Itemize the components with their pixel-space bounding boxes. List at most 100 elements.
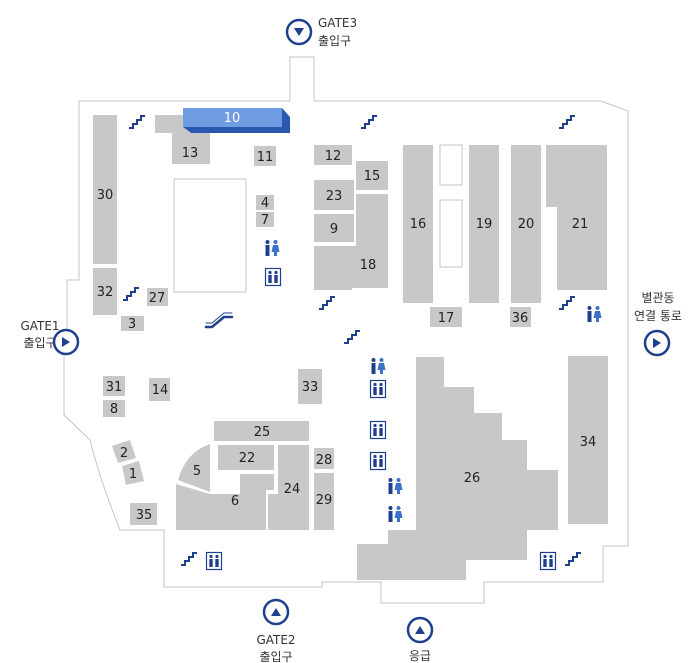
elevator-icon [369,420,387,440]
room-36[interactable]: 36 [510,307,531,327]
gate2-label: GATE2 [256,633,295,647]
gate-arrow-icon [285,18,313,46]
room-27[interactable]: 27 [147,288,168,306]
room-label-26: 26 [464,471,481,486]
room-label-34: 34 [580,435,597,450]
room-8[interactable]: 8 [103,400,125,417]
room-30[interactable]: 30 [93,115,117,264]
room-label-31: 31 [106,380,123,395]
gate1-sublabel: 출입구 [23,336,56,350]
room-21[interactable]: 21 [546,145,607,290]
room-label-19: 19 [476,217,493,232]
room-3[interactable]: 3 [121,316,144,332]
gate3-marker[interactable]: GATE3 출입구 [285,16,357,48]
room-12[interactable]: 12 [314,145,352,165]
room-9[interactable]: 9 [314,214,354,242]
room-1[interactable]: 1 [122,461,144,485]
room-label-8: 8 [110,402,118,417]
gate-arrow-icon [262,598,290,626]
room-label-35: 35 [136,508,153,523]
room-label-12: 12 [325,149,342,164]
room-label-22: 22 [239,451,256,466]
room-label-9: 9 [330,222,338,237]
room-label-36: 36 [512,311,529,326]
room-label-30: 30 [97,188,114,203]
room-17[interactable]: 17 [430,307,462,327]
room-20[interactable]: 20 [511,145,541,303]
elevator-icon [369,379,387,399]
courtyard [173,178,247,293]
room-24[interactable]: 24 [268,445,309,530]
annex-passage-marker[interactable]: 별관동 연결 통로 [634,291,682,357]
room-2[interactable]: 2 [112,440,136,463]
elevator-icon [205,551,223,571]
room-22[interactable]: 22 [218,445,274,470]
room-28[interactable]: 28 [314,448,334,469]
room-29[interactable]: 29 [314,473,334,530]
room-11[interactable]: 11 [254,146,276,166]
elevator-icon [539,551,557,571]
room-5[interactable]: 5 [178,444,210,492]
room-label-6: 6 [231,494,239,509]
room-26[interactable]: 26 [357,357,558,580]
elevator-icon [369,451,387,471]
gate-arrow-icon [52,328,80,356]
room-31[interactable]: 31 [103,376,125,396]
room-15[interactable]: 15 [356,161,388,190]
room-35[interactable]: 35 [130,503,157,525]
gate1-marker[interactable]: GATE1 출입구 [20,319,80,356]
emergency-marker[interactable]: 응급 [406,616,434,663]
room-label-32: 32 [97,285,114,300]
room-label-18: 18 [360,258,377,273]
room-16[interactable]: 16 [403,145,433,303]
room-4[interactable]: 4 [256,195,274,211]
room-label-11: 11 [257,150,274,165]
gate2-marker[interactable]: GATE2 출입구 [256,598,296,663]
annex-label: 별관동 [641,291,674,305]
room-33[interactable]: 33 [298,369,322,404]
room-label-2: 2 [120,446,128,461]
room-label-15: 15 [364,169,381,184]
elevator-icon [264,267,282,287]
room-label-17: 17 [438,311,455,326]
room-label-25: 25 [254,425,271,440]
gate3-label: GATE3 [318,16,357,30]
room-label-21: 21 [572,217,589,232]
annex-sublabel: 연결 통로 [634,309,682,323]
room-label-16: 16 [410,217,427,232]
room-label-7: 7 [261,213,269,228]
room-label-1: 1 [129,467,137,482]
column-a [439,144,463,186]
escalator-icon [204,312,234,329]
room-label-4: 4 [261,196,269,211]
room-label-14: 14 [152,383,169,398]
room-10[interactable]: 10 [183,108,290,133]
gate-arrow-icon [406,616,434,644]
room-6[interactable]: 6 [176,474,274,530]
room-label-24: 24 [284,482,301,497]
room-label-5: 5 [193,464,201,479]
room-label-3: 3 [128,317,136,332]
gate3-sublabel: 출입구 [318,34,351,48]
room-label-27: 27 [149,291,166,306]
gate1-label: GATE1 [20,319,59,333]
room-7[interactable]: 7 [256,212,274,228]
room-18[interactable]: 18 [314,194,388,290]
room-label-33: 33 [302,380,319,395]
room-label-28: 28 [316,453,333,468]
room-23[interactable]: 23 [314,180,354,210]
room-13[interactable]: 13 [155,115,210,164]
room-32[interactable]: 32 [93,268,117,315]
room-34[interactable]: 34 [568,356,608,524]
room-label-13: 13 [182,146,199,161]
room-25[interactable]: 25 [214,421,309,441]
gate2-sublabel: 출입구 [259,650,292,663]
room-19[interactable]: 19 [469,145,499,303]
room-label-10: 10 [224,111,241,126]
column-b [439,199,463,268]
room-14[interactable]: 14 [149,378,170,401]
gate-arrow-icon [643,329,671,357]
room-label-29: 29 [316,493,333,508]
room-label-20: 20 [518,217,535,232]
